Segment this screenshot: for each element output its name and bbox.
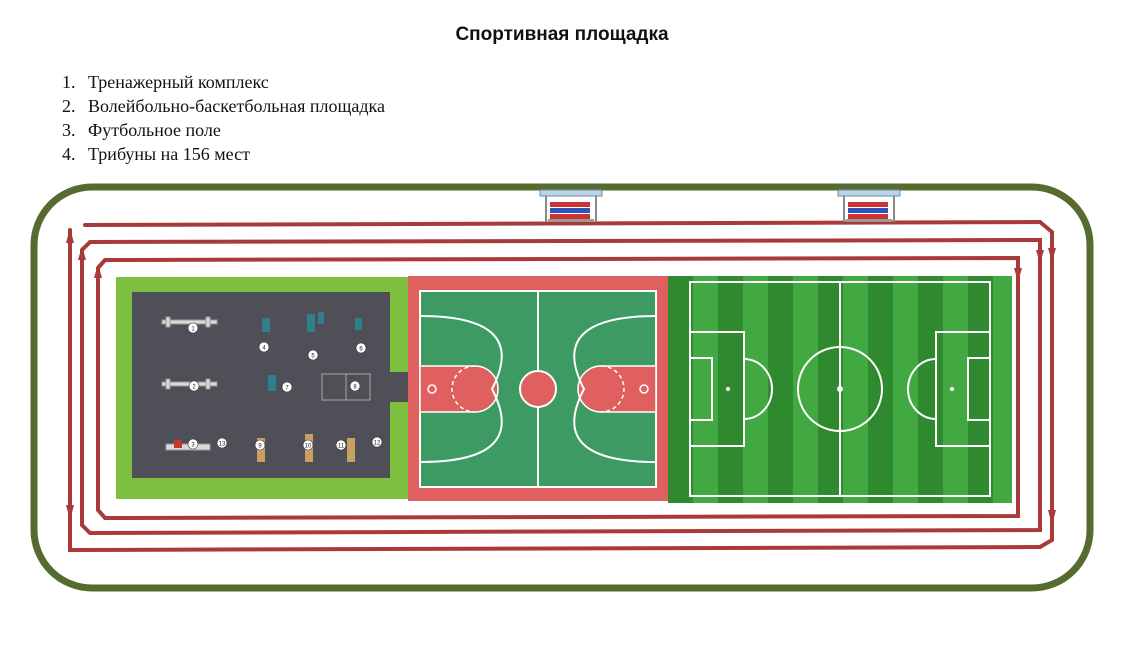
equipment-marker-label: 8 — [353, 385, 357, 391]
equipment-marker-label: 1 — [191, 327, 195, 333]
equipment-marker-label: 11 — [338, 444, 345, 450]
basketball-court — [408, 276, 668, 501]
equipment-marker-label: 10 — [305, 444, 312, 450]
equipment-marker-label: 9 — [258, 444, 262, 450]
equipment-marker — [371, 436, 383, 448]
equipment-marker — [335, 439, 347, 451]
equipment-marker — [187, 322, 199, 334]
equipment-marker — [188, 380, 200, 392]
equipment-marker — [307, 349, 319, 361]
equipment-marker — [349, 380, 361, 392]
legend-item: 3.Футбольное поле — [62, 120, 221, 140]
equipment-marker-label: 5 — [311, 354, 315, 360]
equipment-marker — [187, 438, 199, 450]
equipment-marker — [281, 381, 293, 393]
legend-item-label: Футбольное поле — [88, 120, 221, 140]
equipment-marker-label: 7 — [285, 386, 289, 392]
legend-item-label: Трибуны на 156 мест — [88, 144, 250, 164]
equipment-marker — [216, 437, 228, 449]
equipment-marker-label: 3 — [191, 443, 195, 449]
equipment-marker-label: 13 — [219, 442, 226, 448]
page-title: Спортивная площадка — [455, 24, 669, 45]
equipment-marker-label: 4 — [262, 346, 266, 352]
legend-item: 1.Тренажерный комплекс — [62, 72, 269, 92]
equipment-marker — [254, 439, 266, 451]
equipment-marker-label: 12 — [374, 441, 381, 447]
equipment-marker — [302, 439, 314, 451]
equipment-marker — [355, 342, 367, 354]
legend-item-label: Тренажерный комплекс — [88, 72, 269, 92]
site-boundary — [30, 183, 1094, 592]
equipment-marker-label: 6 — [359, 347, 363, 353]
equipment-marker-label: 2 — [192, 385, 196, 391]
legend-item-label: Волейбольно-баскетбольная площадка — [88, 96, 385, 116]
bleachers-icon — [539, 189, 603, 222]
bleachers-icon — [837, 189, 901, 222]
legend-list: 1.Тренажерный комплекс 2.Волейбольно-бас… — [62, 70, 385, 166]
track-arrows — [66, 228, 1056, 525]
football-field — [668, 276, 1012, 503]
legend-item: 2.Волейбольно-баскетбольная площадка — [62, 96, 385, 116]
equipment-marker — [258, 341, 270, 353]
legend-item: 4.Трибуны на 156 мест — [62, 144, 250, 164]
